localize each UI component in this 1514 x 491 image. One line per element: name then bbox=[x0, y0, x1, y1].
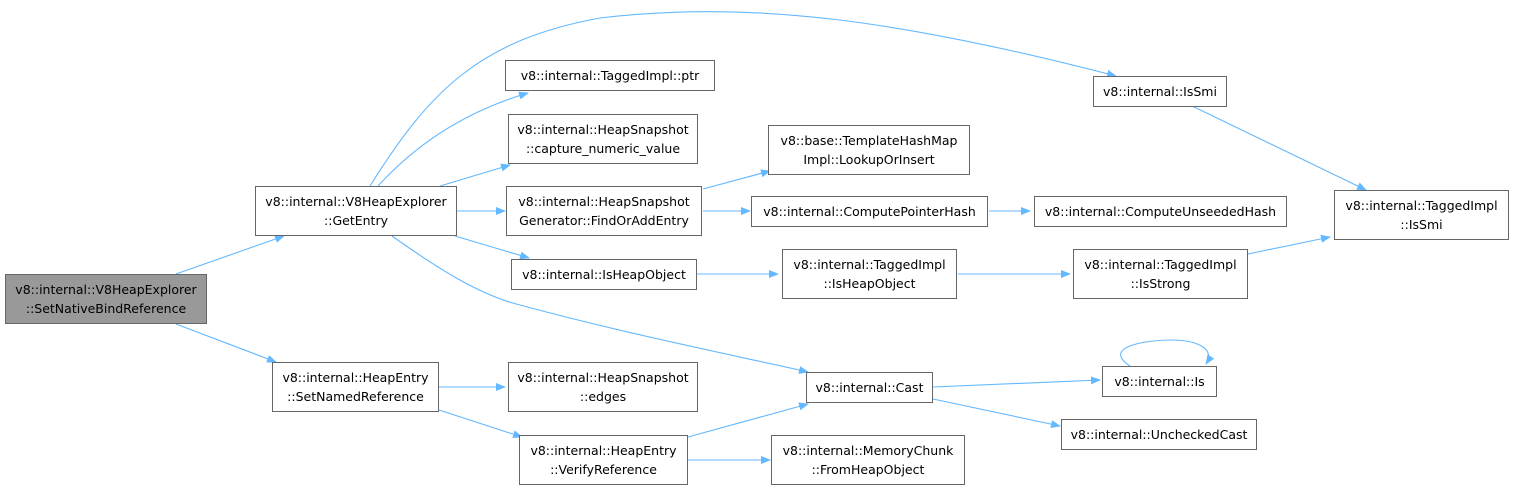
node-lookup-or-insert[interactable]: v8::base::TemplateHashMap Impl::LookupOr… bbox=[768, 125, 970, 175]
node-compute-unseeded-hash[interactable]: v8::internal::ComputeUnseededHash bbox=[1034, 196, 1287, 227]
node-tagged-impl-is-heap-object[interactable]: v8::internal::TaggedImpl ::IsHeapObject bbox=[782, 249, 957, 299]
node-is[interactable]: v8::internal::Is bbox=[1102, 366, 1217, 397]
node-line-1: v8::internal::HeapSnapshot bbox=[517, 370, 689, 385]
edge-is-self bbox=[1120, 339, 1215, 367]
node-line-1: v8::internal::MemoryChunk bbox=[782, 443, 954, 458]
node-line-1: v8::internal::TaggedImpl bbox=[793, 257, 946, 272]
edge-getentry-cast bbox=[391, 235, 809, 374]
node-line-1: v8::internal::TaggedImpl::ptr bbox=[520, 68, 700, 83]
node-line-2: ::FromHeapObject bbox=[811, 462, 925, 477]
edge-cast-unchecked bbox=[932, 398, 1061, 429]
edge-cast-is bbox=[932, 376, 1101, 388]
node-line-2: ::SetNativeBindReference bbox=[25, 301, 187, 316]
node-line-2: ::SetNamedReference bbox=[287, 389, 424, 404]
node-get-entry[interactable]: v8::internal::V8HeapExplorer ::GetEntry bbox=[255, 186, 457, 236]
edge-getentry-isheapobject bbox=[454, 235, 530, 260]
node-line-2: ::edges bbox=[579, 389, 627, 404]
edge-setnamedref-verifyref bbox=[438, 409, 523, 439]
node-line-1: v8::internal::TaggedImpl bbox=[1084, 257, 1237, 272]
node-line-1: v8::internal::V8HeapExplorer bbox=[15, 282, 197, 297]
node-tagged-impl-is-strong[interactable]: v8::internal::TaggedImpl ::IsStrong bbox=[1073, 249, 1248, 299]
node-memory-chunk-from-heap-object[interactable]: v8::internal::MemoryChunk ::FromHeapObje… bbox=[771, 435, 965, 485]
node-line-1: v8::internal::UncheckedCast bbox=[1070, 427, 1248, 442]
node-tagged-impl-ptr[interactable]: v8::internal::TaggedImpl::ptr bbox=[505, 60, 715, 91]
node-line-1: v8::internal::V8HeapExplorer bbox=[265, 194, 447, 209]
node-is-smi[interactable]: v8::internal::IsSmi bbox=[1093, 76, 1227, 107]
edge-isstrong-taggedissmi bbox=[1247, 234, 1331, 255]
node-line-1: v8::internal::TaggedImpl bbox=[1345, 198, 1498, 213]
node-compute-pointer-hash[interactable]: v8::internal::ComputePointerHash bbox=[751, 196, 988, 227]
node-line-1: v8::internal::IsHeapObject bbox=[522, 267, 686, 282]
node-line-1: v8::internal::HeapSnapshot bbox=[517, 122, 689, 137]
node-line-2: ::GetEntry bbox=[324, 213, 388, 228]
node-heap-snapshot-edges[interactable]: v8::internal::HeapSnapshot ::edges bbox=[508, 362, 698, 412]
node-cast[interactable]: v8::internal::Cast bbox=[806, 372, 933, 403]
node-verify-reference[interactable]: v8::internal::HeapEntry ::VerifyReferenc… bbox=[519, 435, 688, 485]
node-line-1: v8::internal::Is bbox=[1114, 374, 1205, 389]
node-line-1: v8::internal::HeapEntry bbox=[282, 370, 429, 385]
node-set-native-bind-reference: v8::internal::V8HeapExplorer ::SetNative… bbox=[5, 274, 207, 324]
node-line-1: v8::internal::HeapEntry bbox=[530, 443, 677, 458]
edge-issmi-taggedissmi bbox=[1189, 104, 1367, 191]
node-line-2: ::VerifyReference bbox=[550, 462, 657, 477]
node-capture-numeric-value[interactable]: v8::internal::HeapSnapshot ::capture_num… bbox=[508, 114, 698, 164]
node-line-1: v8::internal::ComputeUnseededHash bbox=[1044, 204, 1277, 219]
node-line-2: ::IsSmi bbox=[1400, 217, 1443, 232]
edge-getentry-capture bbox=[439, 163, 511, 187]
edge-root-setnamedref bbox=[175, 323, 277, 363]
edge-getentry-taggedptr bbox=[377, 91, 529, 187]
node-set-named-reference[interactable]: v8::internal::HeapEntry ::SetNamedRefere… bbox=[272, 362, 439, 412]
node-is-heap-object[interactable]: v8::internal::IsHeapObject bbox=[511, 259, 697, 290]
edge-root-getentry bbox=[175, 235, 285, 275]
node-line-2: ::IsHeapObject bbox=[823, 276, 916, 291]
node-line-2: ::IsStrong bbox=[1130, 276, 1191, 291]
edge-verifyref-cast bbox=[687, 402, 809, 438]
node-line-1: v8::internal::IsSmi bbox=[1103, 84, 1217, 99]
node-line-1: v8::internal::HeapSnapshot bbox=[518, 194, 690, 209]
node-line-2: Impl::LookupOrInsert bbox=[803, 152, 935, 167]
node-line-1: v8::base::TemplateHashMap bbox=[780, 133, 958, 148]
node-find-or-add-entry[interactable]: v8::internal::HeapSnapshot Generator::Fi… bbox=[506, 186, 702, 236]
edge-getentry-issmi bbox=[369, 11, 1117, 187]
node-tagged-impl-is-smi[interactable]: v8::internal::TaggedImpl ::IsSmi bbox=[1334, 190, 1509, 240]
node-line-2: ::capture_numeric_value bbox=[525, 141, 681, 156]
node-line-2: Generator::FindOrAddEntry bbox=[519, 213, 689, 228]
node-unchecked-cast[interactable]: v8::internal::UncheckedCast bbox=[1061, 419, 1257, 450]
node-line-1: v8::internal::Cast bbox=[815, 380, 924, 395]
edge-findoradd-lookup bbox=[702, 169, 771, 190]
node-line-1: v8::internal::ComputePointerHash bbox=[763, 204, 976, 219]
